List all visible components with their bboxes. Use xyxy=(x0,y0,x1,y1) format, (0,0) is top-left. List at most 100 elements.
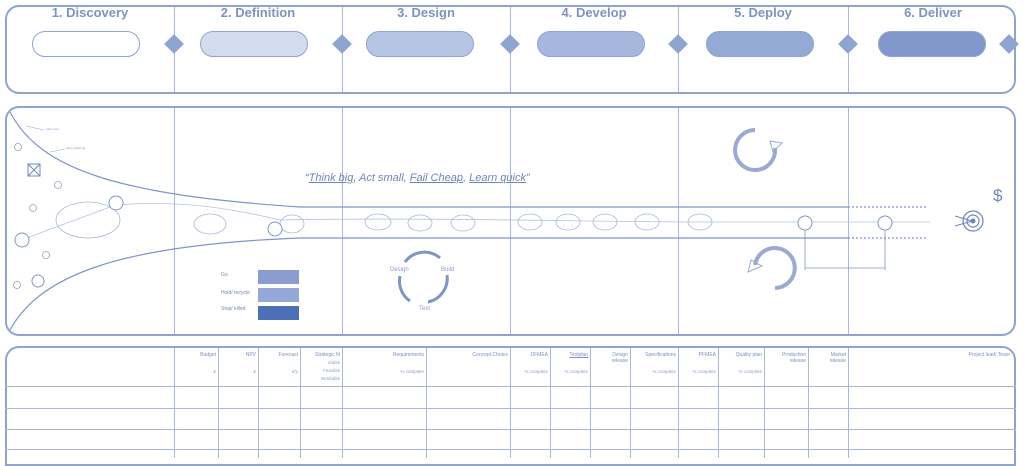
legend-stop-label: Stop/ killed xyxy=(221,306,246,312)
npv-unit: € xyxy=(253,369,256,374)
col-header-production-release: Production xyxy=(782,352,806,358)
idea-blob xyxy=(517,213,543,231)
phase-title-deliver: 6. Deliver xyxy=(904,5,962,20)
table-col-divider xyxy=(630,348,631,458)
col-header-testplan: Testplan xyxy=(569,352,588,358)
legend-go-swatch xyxy=(258,270,299,284)
table-col-divider xyxy=(342,348,343,458)
design-build-test-cycle xyxy=(427,274,449,304)
quality-plan-percent: % complete xyxy=(738,369,762,374)
annotation-line xyxy=(49,148,66,153)
phase-bar-deliver xyxy=(878,31,986,57)
funnel-annotation: Idea input xyxy=(46,127,60,131)
col-header-dfmea: DFMEA xyxy=(530,352,549,358)
phase-title-discovery: 1. Discovery xyxy=(51,5,129,20)
col-header-quality-plan: Quality plan xyxy=(735,352,762,358)
col-header-concept-choice: Concept Choice xyxy=(472,352,508,358)
quote-close: ” xyxy=(525,172,530,184)
dfmea-percent: % complete xyxy=(524,369,548,374)
quote-sep: , xyxy=(403,172,410,184)
legend-stop-swatch xyxy=(258,306,299,320)
idea-node xyxy=(108,195,124,211)
release-node xyxy=(877,215,893,231)
idea-blob xyxy=(364,213,392,231)
table-row-line xyxy=(5,408,1016,409)
table-col-divider xyxy=(848,348,849,458)
legend-go-label: Go xyxy=(221,272,228,278)
strategic-viable: Viable xyxy=(327,360,340,365)
quote-sep: , xyxy=(462,172,470,184)
table-col-divider xyxy=(678,348,679,458)
idea-node xyxy=(267,221,283,237)
table-col-divider xyxy=(764,348,765,458)
idea-blob xyxy=(55,201,121,239)
funnel-bottom-curve xyxy=(9,237,848,331)
budget-unit: € xyxy=(213,369,216,374)
forecast-unit: €/y xyxy=(291,369,298,374)
cycle-arrow-head xyxy=(747,259,764,273)
funnel-divider xyxy=(342,108,343,334)
funnel-divider xyxy=(174,108,175,334)
idea-blob xyxy=(407,214,433,232)
cycle-arrow-head xyxy=(769,140,784,153)
idea-blob xyxy=(555,213,581,231)
col-header-market-release: Market xyxy=(830,352,846,358)
table-col-divider xyxy=(510,348,511,458)
phase-bar-definition xyxy=(200,31,308,57)
idea-blob xyxy=(634,213,660,231)
strategic-feasible: Feasible xyxy=(322,368,340,373)
target-icon xyxy=(954,210,984,232)
col-header-specifications: Specifications xyxy=(645,352,676,358)
phase-bar-design xyxy=(366,31,474,57)
motto-quote: “Think big, Act small, Fail Cheap, Learn… xyxy=(305,172,530,184)
dollar-icon: $ xyxy=(993,186,1003,205)
col-header-forecast: Forecast xyxy=(278,352,298,358)
phase-title-design: 3. Design xyxy=(397,5,455,20)
table-col-divider xyxy=(218,348,219,458)
phase-title-deploy: 5. Deploy xyxy=(734,5,792,20)
idea-blob xyxy=(193,213,227,235)
quote-sep: , xyxy=(353,172,360,184)
phase-bar-deploy xyxy=(706,31,814,57)
cycle-label-design: Design xyxy=(390,267,409,273)
table-col-divider xyxy=(426,348,427,458)
idea-blob xyxy=(592,213,618,231)
col-header-strategic-fit: Strategic fit xyxy=(314,352,340,358)
funnel-divider xyxy=(678,108,679,334)
funnel-divider xyxy=(510,108,511,334)
cycle-arrow-icon xyxy=(733,128,778,172)
strategic-desirable: Desirable xyxy=(320,376,340,381)
idea-node xyxy=(14,232,30,248)
quote-open: “ xyxy=(305,172,309,184)
table-col-divider xyxy=(718,348,719,458)
table-col-divider xyxy=(590,348,591,458)
specifications-percent: % complete xyxy=(652,369,676,374)
annotation-line xyxy=(25,125,45,131)
table-row-line xyxy=(5,449,1016,450)
cycle-arrow-icon xyxy=(753,246,797,290)
quote-act-small: Act small xyxy=(359,172,404,184)
design-build-test-cycle xyxy=(403,250,441,263)
col-header-design-release: Design xyxy=(612,352,628,358)
table-col-divider xyxy=(174,348,175,458)
table-col-divider xyxy=(808,348,809,458)
funnel-divider xyxy=(848,108,849,334)
release-node xyxy=(797,215,813,231)
col-header-design-release-2: release xyxy=(611,358,628,364)
quote-fail-cheap: Fail Cheap xyxy=(409,172,463,184)
idea-blob xyxy=(687,213,713,231)
table-col-divider xyxy=(258,348,259,458)
table-col-divider xyxy=(550,348,551,458)
phase-bar-develop xyxy=(537,31,645,57)
col-header-npv: NPV xyxy=(245,352,256,358)
quote-learn-quick: Learn quick xyxy=(469,172,526,184)
table-col-divider xyxy=(300,348,301,458)
design-build-test-cycle xyxy=(397,275,411,303)
col-header-pfmea: PFMEA xyxy=(698,352,716,358)
requirements-percent: % complete xyxy=(400,369,424,374)
pfmea-percent: % complete xyxy=(692,369,716,374)
funnel-annotation: Idea gathering xyxy=(66,146,86,150)
col-header-requirements: Requirements xyxy=(392,352,424,358)
idea-blob xyxy=(279,214,305,234)
